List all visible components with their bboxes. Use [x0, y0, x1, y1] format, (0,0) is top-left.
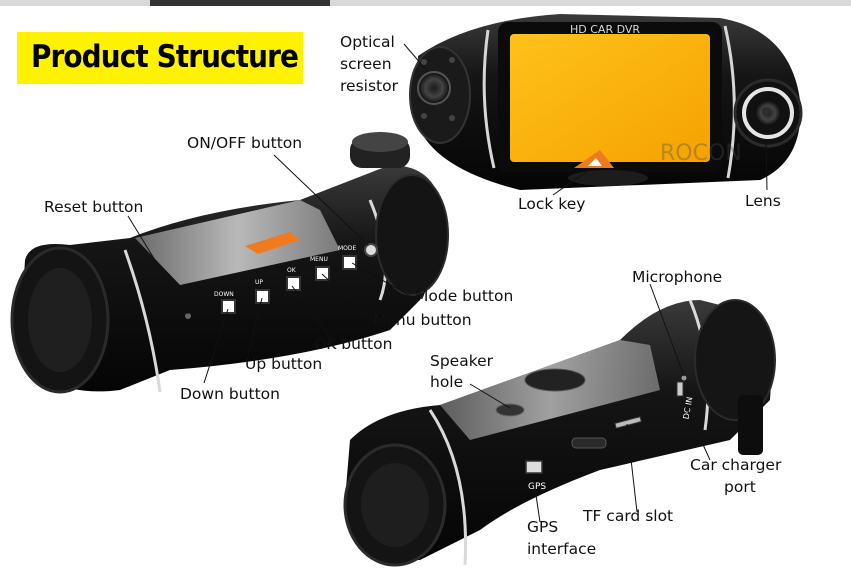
- label-on-off: ON/OFF button: [187, 134, 303, 152]
- camera-ports-side: GPS DC IN: [343, 299, 776, 567]
- top-strip: [0, 0, 851, 6]
- label-lock-key: Lock key: [518, 195, 586, 213]
- title: Product Structure: [31, 39, 299, 75]
- mode-key-caption: MODE: [338, 245, 357, 252]
- watermark: ROCON: [660, 141, 742, 166]
- gps-port-caption: GPS: [528, 482, 546, 492]
- power-key: [364, 243, 378, 257]
- label-tf-card: TF card slot: [583, 507, 674, 525]
- tf-slot: [614, 416, 642, 429]
- ok-key: [286, 276, 301, 291]
- ok-key-caption: OK: [287, 267, 297, 274]
- dc-port-caption: DC IN: [682, 396, 695, 420]
- up-key-caption: UP: [255, 279, 263, 286]
- label-down: Down button: [180, 385, 280, 403]
- camera-front-view: HD CAR DVR ROCON: [409, 14, 803, 190]
- up-key: [255, 289, 270, 304]
- label-microphone: Microphone: [632, 268, 723, 286]
- menu-key-caption: MENU: [310, 256, 328, 263]
- mode-key: [342, 255, 357, 270]
- label-menu: Menu button: [373, 311, 472, 329]
- label-speaker: Speaker hole: [430, 352, 494, 391]
- label-optical: Optical screen resistor: [340, 33, 398, 95]
- down-key: [221, 299, 236, 314]
- camera-button-side: DOWN UP OK MENU MODE: [10, 132, 449, 394]
- label-up: Up button: [245, 355, 323, 373]
- label-gps: GPS interface: [527, 518, 597, 558]
- down-key-caption: DOWN: [214, 291, 234, 298]
- dc-port: [676, 381, 684, 397]
- menu-key: [315, 266, 330, 281]
- title-banner: Product Structure: [17, 32, 303, 84]
- screen-brand-text: HD CAR DVR: [570, 23, 640, 36]
- leader-lines: [127, 43, 768, 523]
- label-charger: Car charger port: [690, 456, 782, 496]
- label-ok: OK button: [314, 335, 393, 353]
- label-reset: Reset button: [44, 198, 144, 216]
- label-mode: Mode button: [415, 287, 514, 305]
- gps-port: [525, 460, 543, 474]
- button-row: DOWN UP OK MENU MODE: [214, 243, 378, 314]
- label-lens: Lens: [745, 192, 781, 210]
